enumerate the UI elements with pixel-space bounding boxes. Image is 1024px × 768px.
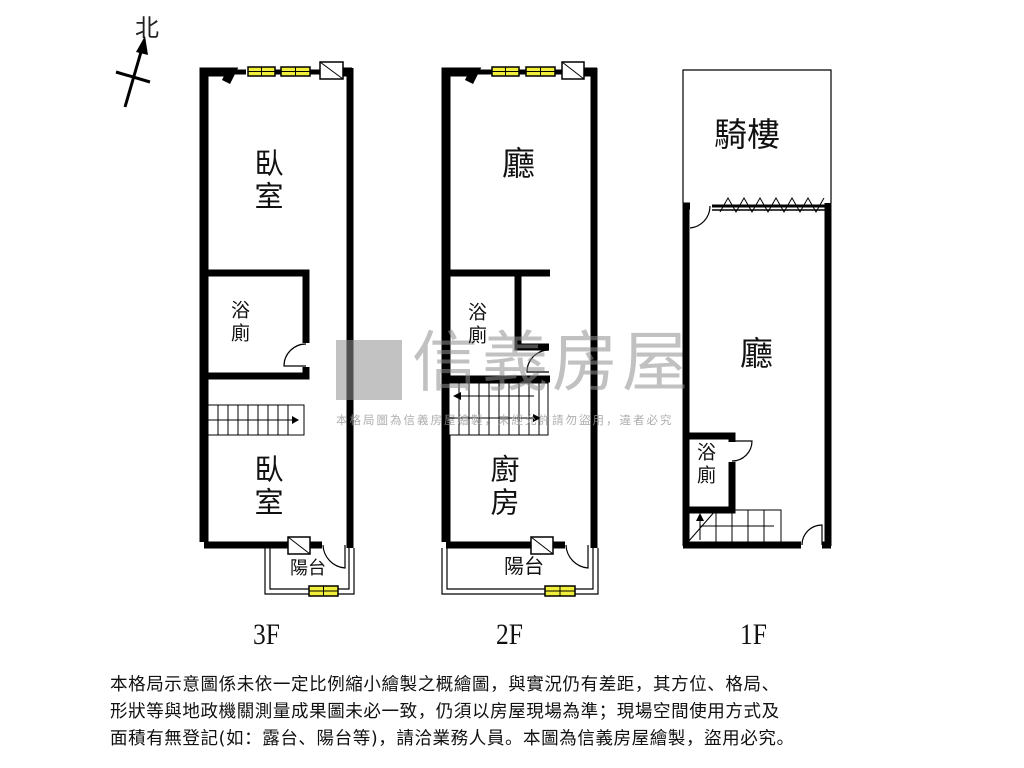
- room-label-2f-bathroom: 浴廁: [465, 302, 487, 348]
- room-label-3f-bathroom: 浴廁: [228, 300, 250, 346]
- brand-watermark-text: 信義房屋: [412, 324, 692, 401]
- ac-unit-icon: [530, 536, 554, 555]
- room-label-1f-arcade: 騎樓: [714, 115, 780, 154]
- door-icon: [526, 349, 550, 373]
- door-icon: [731, 440, 753, 462]
- door-icon: [565, 544, 589, 569]
- room-label-1f-bathroom: 浴廁: [694, 442, 716, 488]
- door-icon: [689, 205, 711, 229]
- ac-unit-icon: [287, 536, 311, 555]
- floor-3f-plan: [199, 61, 355, 597]
- stairs-icon: [207, 404, 305, 436]
- room-label-3f-balcony: 陽台: [290, 558, 326, 579]
- floor-label-3f: 3F: [253, 618, 280, 651]
- stairs-icon: [687, 509, 782, 543]
- floor-1f-plan: [682, 69, 832, 549]
- disclaimer-line: 本格局示意圖係未依一定比例縮小繪製之概繪圖，與實況仍有差距，其方位、格局、: [110, 675, 780, 695]
- room-label-1f-living-room: 廳: [740, 334, 773, 373]
- window-icon: [544, 585, 576, 597]
- floor-label-2f: 2F: [496, 618, 523, 651]
- room-label-2f-balcony: 陽台: [504, 554, 544, 578]
- rolling-door-icon: [719, 196, 825, 214]
- disclaimer-line: 面積有無登記(如：露台、陽台等)，請洽業務人員。本圖為信義房屋繪製，盜用必究。: [110, 729, 795, 749]
- floor-2f-plan: [441, 61, 599, 597]
- door-icon: [283, 343, 307, 367]
- disclaimer-line: 形狀等與地政機關測量成果圖未必一致，仍須以房屋現場為準；現場空間使用方式及: [110, 702, 780, 722]
- room-label-3f-bedroom-front: 臥室: [250, 148, 284, 214]
- window-icon: [491, 66, 562, 77]
- floor-label-1f: 1F: [740, 618, 767, 651]
- door-icon: [801, 524, 823, 546]
- room-label-2f-living-room: 廳: [502, 144, 535, 183]
- disclaimer-text: 本格局示意圖係未依一定比例縮小繪製之概繪圖，與實況仍有差距，其方位、格局、 形狀…: [110, 672, 930, 753]
- north-arrow-icon: [115, 36, 151, 108]
- room-label-3f-bedroom-rear: 臥室: [250, 454, 284, 520]
- ac-unit-icon: [561, 61, 585, 80]
- brand-logo-watermark: [336, 340, 402, 400]
- ac-unit-icon: [319, 61, 344, 80]
- room-label-2f-kitchen: 廚房: [486, 454, 520, 520]
- door-icon: [322, 544, 346, 569]
- stairs-icon: [448, 382, 549, 436]
- north-label: 北: [135, 14, 159, 42]
- window-icon: [247, 66, 320, 77]
- watermark-notice: 本格局圖為信義房屋繪製，未經允許請勿盜用，違者必究: [336, 413, 674, 427]
- window-icon: [308, 585, 339, 597]
